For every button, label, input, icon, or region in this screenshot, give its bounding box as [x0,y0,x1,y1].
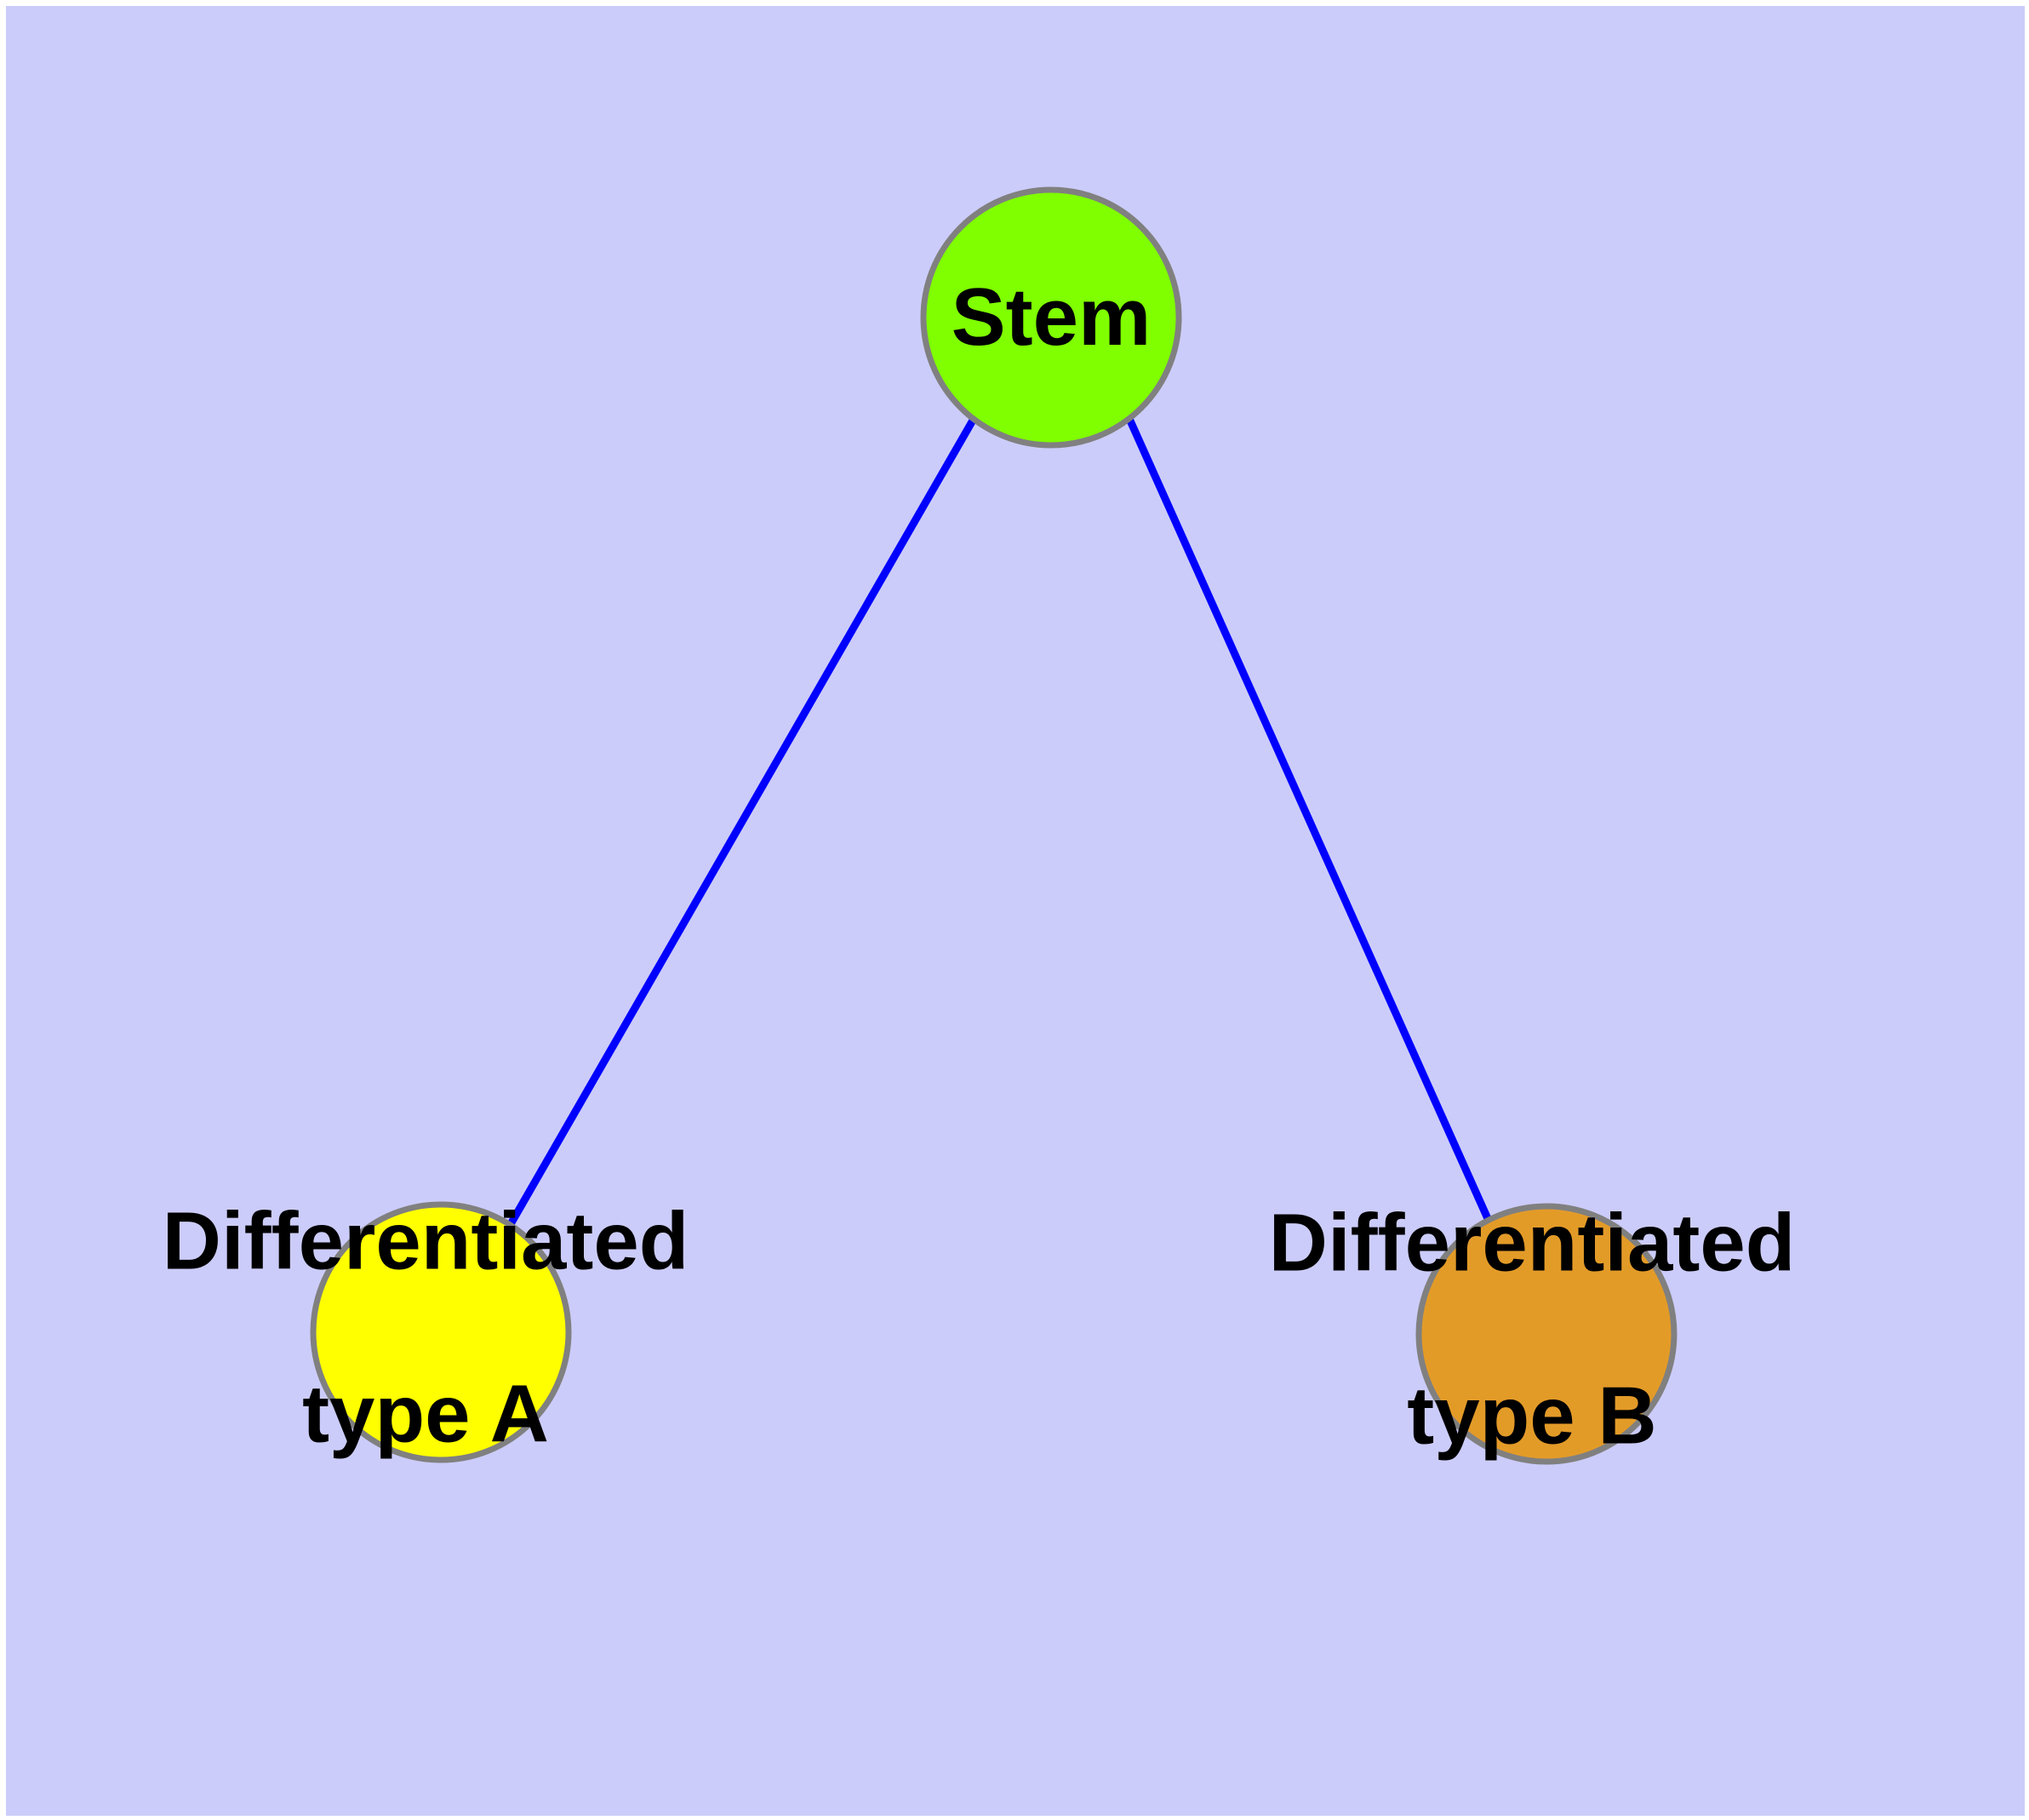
node-stem[interactable] [920,186,1182,449]
edge-stem-to-diff-a[interactable] [507,416,977,1227]
node-differentiated-type-a[interactable] [310,1201,572,1463]
edge-stem-to-diff-b[interactable] [1125,417,1494,1224]
node-layer [310,186,1677,1465]
node-differentiated-type-b[interactable] [1415,1203,1677,1465]
edge-layer [507,416,1494,1227]
